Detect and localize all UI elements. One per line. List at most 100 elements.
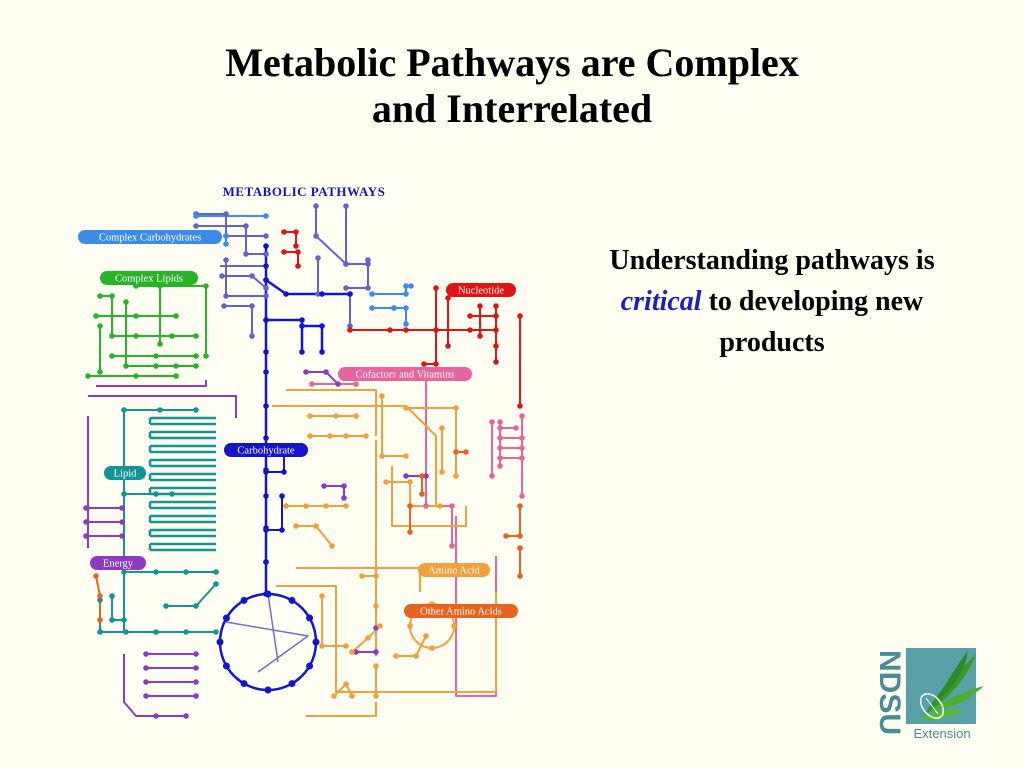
pathway-node [319, 323, 325, 329]
pathway-node [319, 291, 325, 297]
pathway-node [341, 483, 347, 489]
pathway-node [281, 229, 287, 235]
pathway-node [203, 283, 209, 289]
pathway-node [109, 293, 115, 299]
pathway-node [403, 321, 409, 327]
pathway-node [477, 333, 483, 339]
pathway-line [284, 251, 299, 266]
pathway-node [97, 617, 103, 623]
pathway-node [143, 651, 149, 657]
pathway-line [166, 583, 217, 607]
pathway-node [299, 323, 305, 329]
label-amino-acid-text: Amino Acid [428, 566, 480, 577]
pathway-node [279, 493, 285, 499]
pathway-node [403, 473, 409, 479]
pathway-node [331, 693, 337, 699]
pathway-node [449, 503, 455, 509]
pathway-node [221, 303, 227, 309]
pathway-node [173, 313, 179, 319]
pathway-node [303, 503, 309, 509]
pathway-node [263, 263, 269, 269]
pathway-node [403, 283, 409, 289]
label-complex-carbohydrates-text: Complex Carbohydrates [99, 233, 201, 244]
pathway-node [263, 251, 269, 257]
pathway-node [403, 291, 409, 297]
pathway-node [223, 233, 229, 239]
title-line-1: Metabolic Pathways are Complex [225, 40, 799, 85]
pathway-node [223, 211, 229, 217]
pathway-node [123, 363, 129, 369]
pathway-node [193, 651, 199, 657]
pathway-node [393, 653, 399, 659]
pathway-node [433, 327, 439, 333]
pathway-node [263, 559, 269, 565]
pathway-node [329, 543, 335, 549]
pathway-line [296, 525, 333, 547]
pathway-node [153, 569, 159, 575]
body-text: Understanding pathways is critical to de… [582, 240, 962, 363]
pathway-node [173, 373, 179, 379]
pathway-node [169, 333, 175, 339]
pathway-line [266, 318, 304, 352]
pathway-node [497, 455, 503, 461]
pathway-node [263, 527, 269, 533]
metabolic-pathways-map: METABOLIC PATHWAYS Complex Carbohydrates… [76, 176, 536, 728]
diagram-heading: METABOLIC PATHWAYS [223, 184, 386, 199]
pathway-node [343, 203, 349, 209]
pathway-node [222, 662, 230, 670]
pathway-node [513, 425, 519, 431]
pathway-node [293, 523, 299, 529]
pathway-node [263, 469, 269, 475]
pathway-node [341, 495, 347, 501]
pathway-node [193, 333, 199, 339]
pathway-node [321, 483, 327, 489]
pathway-node [279, 527, 285, 533]
pathway-node [503, 533, 509, 539]
pathway-node [263, 233, 269, 239]
pathway-node [183, 629, 189, 635]
pathway-node [373, 649, 379, 655]
pathway-node [369, 291, 375, 297]
pathway-node [353, 413, 359, 419]
energy-line [96, 380, 207, 387]
pathway-node [387, 327, 393, 333]
pathway-node [407, 529, 413, 535]
label-complex-lipids-text: Complex Lipids [115, 274, 183, 285]
pathway-node [349, 693, 355, 699]
label-cofactors-vitamins: Cofactors and Vitamins [338, 367, 472, 381]
pathway-node [463, 449, 469, 455]
pathway-node [157, 407, 163, 413]
pathway-node [419, 491, 425, 497]
pathway-line [196, 225, 266, 255]
pathway-node [249, 303, 255, 309]
pathway-node [193, 693, 199, 699]
pathway-node [153, 629, 159, 635]
pathway-node [143, 693, 149, 699]
pathway-node [493, 359, 499, 365]
pathway-diagram: METABOLIC PATHWAYS Complex Carbohydrates… [78, 184, 525, 719]
ndsu-extension-logo: NDSU Extension [872, 646, 990, 746]
pathway-node [383, 479, 389, 485]
pathway-node [519, 455, 525, 461]
pathway-node [249, 333, 255, 339]
pathway-node [423, 633, 429, 639]
pathway-node [313, 233, 319, 239]
pathway-node [315, 255, 321, 261]
pathway-node [193, 603, 199, 609]
pathway-line [425, 372, 453, 546]
pathway-node [373, 573, 379, 579]
pathway-node [519, 493, 525, 499]
pathway-node [303, 369, 309, 375]
pathway-node [97, 293, 103, 299]
pathway-node [97, 323, 103, 329]
pathway-node [493, 303, 499, 309]
pathway-node [343, 261, 349, 267]
pathway-line [506, 506, 521, 537]
pathway-node [313, 203, 319, 209]
pathway-line [321, 596, 346, 647]
pathway-node [306, 614, 314, 622]
tca-cycle [218, 592, 318, 692]
pathway-line [386, 481, 440, 507]
label-amino-acid: Amino Acid [418, 563, 490, 577]
pathway-node [281, 469, 287, 475]
